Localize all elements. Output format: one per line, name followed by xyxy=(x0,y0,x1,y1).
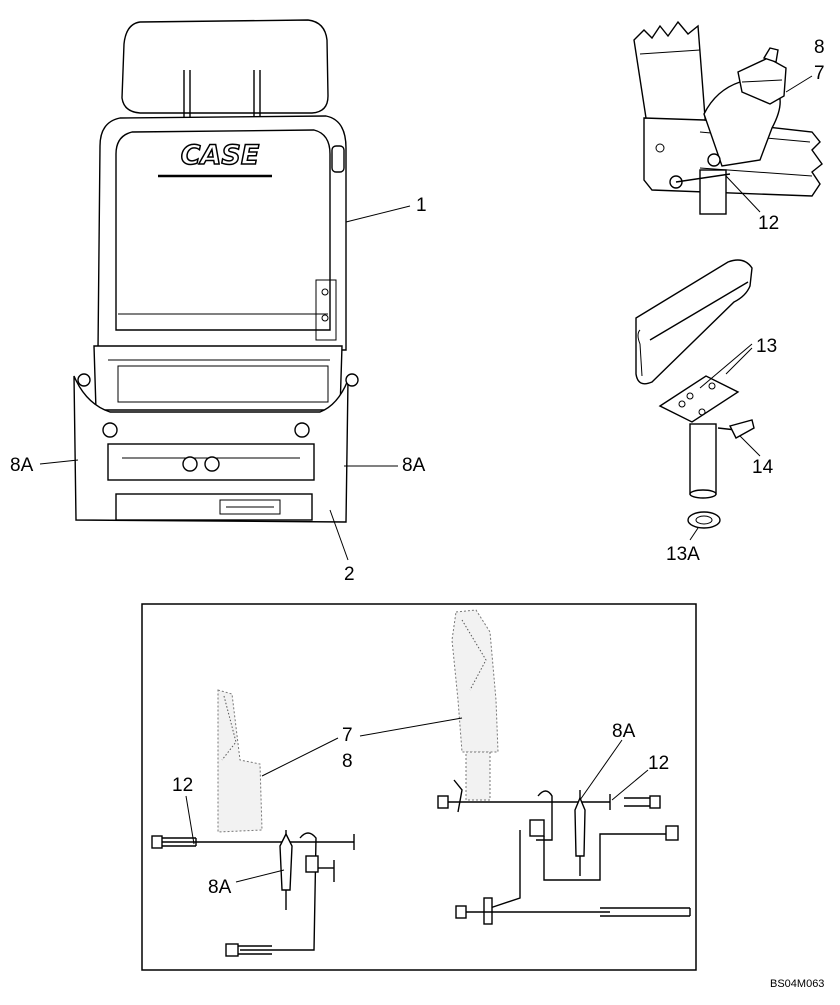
seat-leader-lines xyxy=(39,205,411,561)
inset-callout-part-8: 8 xyxy=(342,751,353,772)
inset-callout-part-7: 7 xyxy=(342,725,353,746)
callout-part-13-armrest: 13 xyxy=(756,336,778,357)
callout-part-8-belt: 8 xyxy=(814,37,825,58)
inset-left-belt-assembly xyxy=(151,689,355,957)
callout-part-8a-right: 8A xyxy=(402,455,426,476)
inset-frame xyxy=(141,603,697,971)
armrest-leader-lines xyxy=(689,343,761,541)
armrest-detail xyxy=(635,259,755,529)
seat-belt-detail xyxy=(633,20,823,215)
callout-part-7-belt: 7 xyxy=(814,63,825,84)
inset-leader-lines xyxy=(185,717,649,883)
inset-callout-part-12-right: 12 xyxy=(648,753,670,774)
callout-part-2: 2 xyxy=(344,564,355,585)
inset-callout-part-8a-right: 8A xyxy=(612,721,636,742)
figure-reference: BS04M063 xyxy=(770,978,825,990)
callout-part-14-armrest: 14 xyxy=(752,457,774,478)
inset-callout-part-12-left: 12 xyxy=(172,775,194,796)
callout-part-12-belt: 12 xyxy=(758,213,780,234)
callout-part-13a-armrest: 13A xyxy=(666,544,700,565)
seat-belt-leader-lines xyxy=(725,75,813,213)
inset-callout-part-8a-left: 8A xyxy=(208,877,232,898)
case-logo: CASE xyxy=(158,139,272,178)
seat-assembly: CASE xyxy=(73,19,359,523)
svg-text:CASE: CASE xyxy=(181,140,260,171)
callout-part-8a-left: 8A xyxy=(10,455,34,476)
inset-right-belt-assembly xyxy=(437,609,691,925)
callout-part-1: 1 xyxy=(416,195,427,216)
